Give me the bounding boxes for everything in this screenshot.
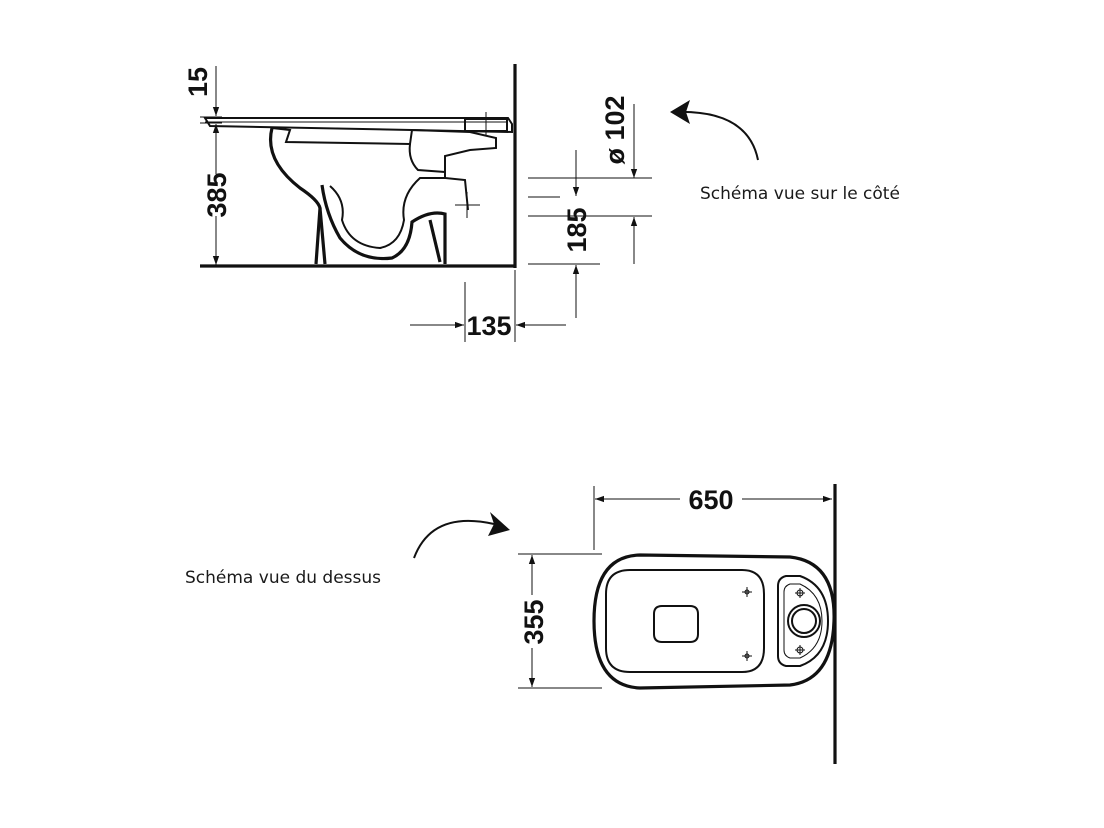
top-arrow-icon [413,519,495,559]
side-arrow-icon [675,110,759,161]
dim-outlet-distance: 135 [466,311,511,341]
toilet-side-outline [203,112,513,265]
side-view: 15 385 ø 102 185 135 Schéma vue sur le c… [183,64,900,342]
dim-outlet-height: 185 [562,207,592,252]
top-view: 650 355 Schéma vue du dessus [185,484,837,764]
dim-width: 355 [519,599,549,644]
dim-length: 650 [688,485,733,515]
side-view-caption: Schéma vue sur le côté [700,184,900,204]
dim-height: 385 [202,172,232,217]
dim-outlet-diameter: ø 102 [600,95,630,164]
toilet-top-outline [592,553,836,690]
dim-seat-thickness: 15 [183,67,213,97]
top-view-caption: Schéma vue du dessus [185,568,381,588]
